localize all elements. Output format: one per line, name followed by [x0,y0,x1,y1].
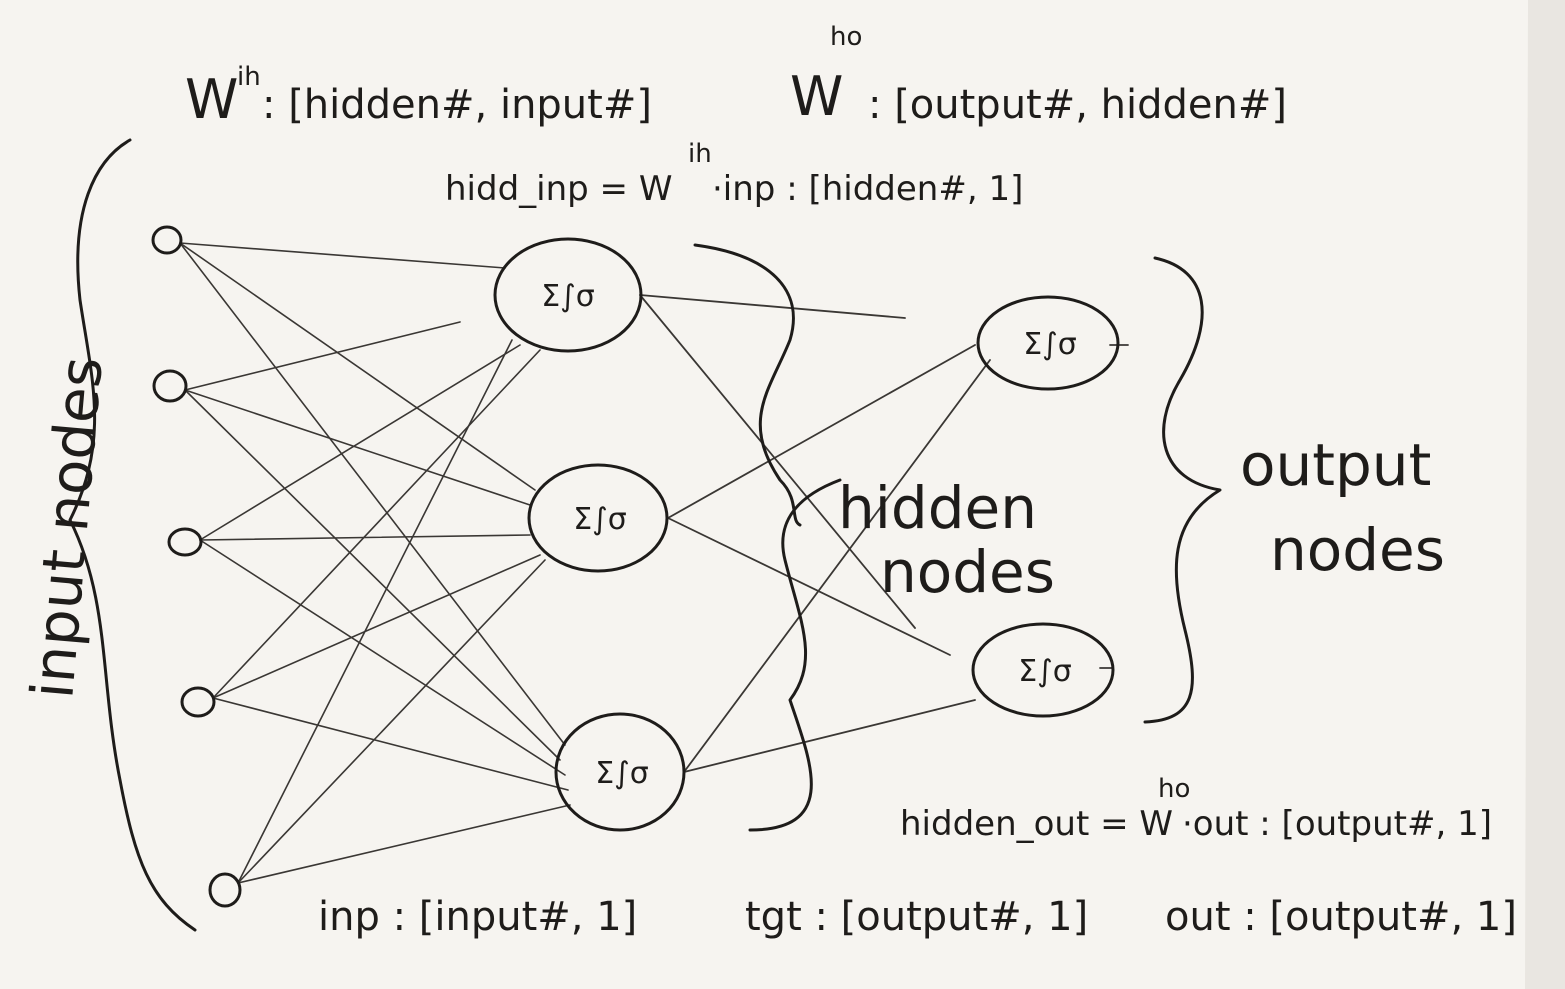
w-ho-shape-formula: W ho : [output#, hidden#] [790,22,1287,128]
connection-edge [179,242,506,269]
connection-edge [212,349,541,699]
hidden-input-rhs: ·inp : [hidden#, 1] [712,169,1023,209]
input-nodes-brace [68,138,197,932]
connection-edge [212,697,569,791]
hidden-nodes-brace-top [693,243,802,527]
hidden-output-rhs: ·out : [output#, 1] [1182,804,1492,844]
hidden-nodes-label-line1: hidden [838,474,1037,542]
input-layer [151,225,242,908]
connection-edge [237,339,513,884]
connection-edges [179,242,1129,884]
hidden-node: Σ∫σ [527,463,669,573]
tgt-shape-formula: tgt : [output#, 1] [745,894,1088,940]
w-ih-superscript: ih [237,62,261,92]
w-ih-shape: : [hidden#, input#] [262,82,652,128]
connection-edge [683,699,976,773]
connection-edge [237,559,546,884]
output-node: Σ∫σ [976,295,1120,391]
connection-edge [184,389,531,506]
node-sum-activation-glyph: Σ∫σ [1018,654,1072,689]
node-sum-activation-glyph: Σ∫σ [573,502,627,537]
hidden-layer: Σ∫σ Σ∫σ Σ∫σ [493,237,686,832]
connection-edge [184,389,561,761]
input-node [208,872,242,908]
w-ho-shape: : [output#, hidden#] [868,82,1287,128]
hidden-node: Σ∫σ [493,237,643,353]
hidden-output-lhs: hidden_out = W [900,804,1173,844]
hidden-output-formula: hidden_out = W ho ·out : [output#, 1] [900,774,1492,844]
out-shape-formula: out : [output#, 1] [1165,894,1517,940]
input-node [152,369,188,403]
connection-edge [639,294,906,319]
node-sum-activation-glyph: Σ∫σ [595,756,649,791]
inp-shape-formula: inp : [input#, 1] [318,894,637,940]
hidden-node: Σ∫σ [554,712,686,832]
connection-edge [199,539,566,776]
output-nodes-label-line2: nodes [1270,516,1445,584]
w-ih-shape-formula: W ih : [hidden#, input#] [185,62,652,131]
input-node [180,686,216,718]
connection-edge [212,554,541,699]
output-nodes-brace [1143,256,1222,724]
hidden-input-superscript: ih [688,139,712,169]
connection-edge [237,804,571,884]
w-ho-symbol: W [790,65,843,128]
connection-edge [639,294,916,629]
input-node [151,225,183,255]
connection-edge [667,517,951,656]
hidden-input-lhs: hidd_inp = W [445,169,672,209]
hidden-input-formula: hidd_inp = W ih ·inp : [hidden#, 1] [445,139,1023,209]
connection-edge [179,242,566,746]
connection-edge [683,359,991,773]
connection-edge [179,242,536,491]
hidden-nodes-label-line2: nodes [880,538,1055,606]
input-node [167,527,203,557]
hidden-output-superscript: ho [1158,774,1190,804]
output-layer: Σ∫σ Σ∫σ [971,295,1120,718]
w-ho-superscript: ho [830,22,862,52]
output-nodes-label-line1: output [1240,431,1431,499]
node-sum-activation-glyph: Σ∫σ [1023,327,1077,362]
connection-edge [199,534,531,541]
hidden-nodes-brace [748,478,842,832]
connection-edge [199,344,521,541]
connection-edge [184,321,461,391]
output-node: Σ∫σ [971,622,1115,718]
connection-edge [667,344,976,519]
w-ih-symbol: W [185,68,238,131]
node-sum-activation-glyph: Σ∫σ [541,279,595,314]
